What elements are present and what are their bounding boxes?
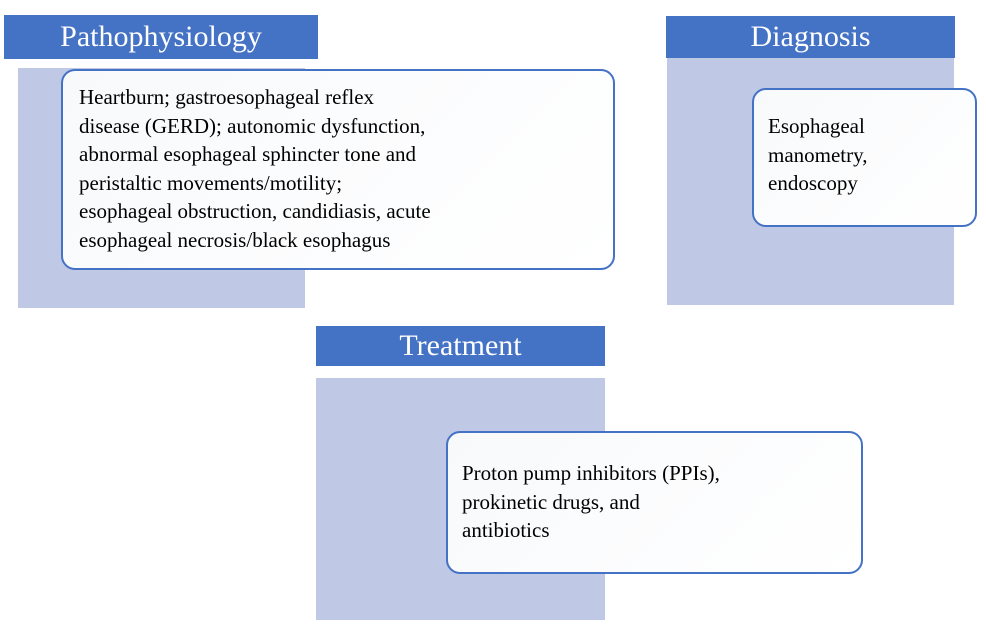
diagnosis-callout: Esophageal manometry, endoscopy [752, 88, 977, 227]
diagnosis-body-text: Esophageal manometry, endoscopy [768, 114, 868, 195]
treatment-header-bar: Treatment [316, 326, 605, 366]
pathophysiology-header-bar: Pathophysiology [4, 15, 318, 59]
treatment-callout: Proton pump inhibitors (PPIs), prokineti… [446, 431, 863, 574]
pathophysiology-callout: Heartburn; gastroesophageal reflex disea… [61, 69, 615, 270]
diagnosis-header-bar: Diagnosis [666, 16, 955, 58]
pathophysiology-body-text: Heartburn; gastroesophageal reflex disea… [79, 85, 431, 252]
pathophysiology-header-label: Pathophysiology [60, 20, 262, 53]
diagnosis-header-label: Diagnosis [750, 20, 871, 53]
treatment-body-text: Proton pump inhibitors (PPIs), prokineti… [462, 461, 720, 542]
treatment-header-label: Treatment [399, 329, 522, 362]
